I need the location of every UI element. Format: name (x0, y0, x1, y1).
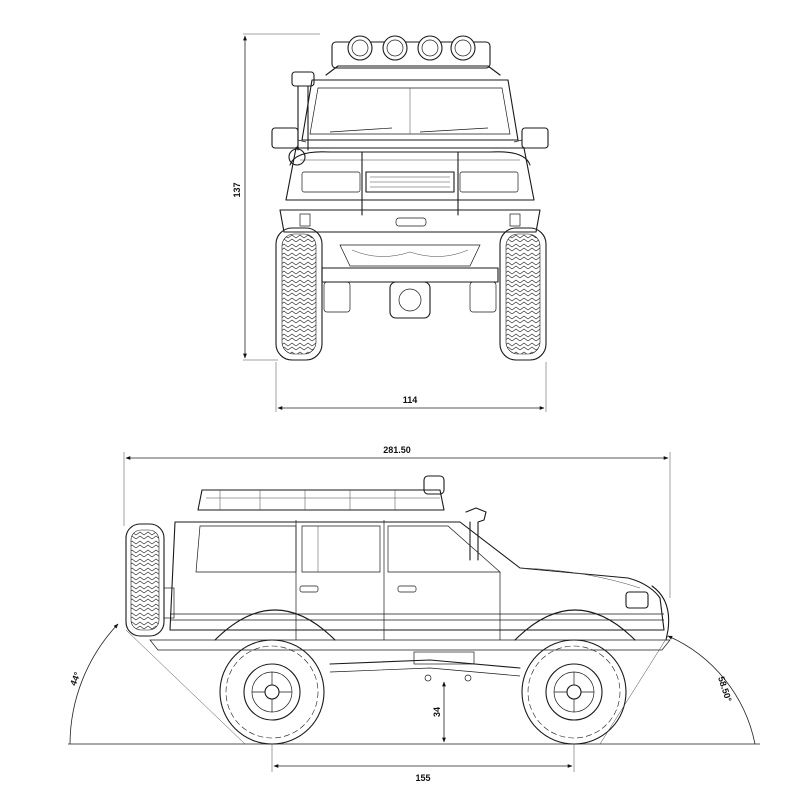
wheelbase-dimension: 155 (271, 744, 575, 783)
front-window (387, 525, 501, 573)
wheelbase-label: 155 (415, 773, 430, 783)
ground-clearance-label: 34 (432, 707, 442, 717)
approach-angle: 44° (68, 623, 246, 745)
left-mirror (271, 127, 299, 149)
middle-window (301, 525, 381, 573)
chassis (149, 639, 671, 682)
front-height-dimension: 137 (232, 33, 320, 361)
approach-angle-label: 44° (68, 670, 83, 687)
departure-angle: 58.50° (599, 635, 756, 745)
front-view: 137 114 (232, 33, 549, 412)
front-width-label: 114 (403, 395, 418, 405)
roof-rack (197, 475, 445, 511)
front-width-dimension: 114 (275, 362, 547, 412)
front-right-tire (499, 227, 547, 361)
vehicle-body (169, 521, 665, 631)
spare-tire (125, 523, 165, 637)
front-left-tire (275, 227, 323, 361)
front-wheel (521, 639, 627, 745)
length-dimension: 281.50 (123, 445, 671, 598)
rear-window (195, 525, 297, 573)
rear-wheel (219, 639, 325, 745)
front-height-label: 137 (232, 182, 242, 197)
ground-clearance-dimension: 34 (432, 681, 446, 743)
front-axle (321, 244, 499, 319)
departure-angle-label: 58.50° (716, 675, 734, 703)
length-label: 281.50 (383, 445, 411, 455)
side-view: 281.50 155 34 44° 58.50° (68, 445, 760, 783)
snorkel (288, 71, 315, 166)
roof-light-bar (325, 35, 501, 76)
right-mirror (521, 127, 549, 149)
